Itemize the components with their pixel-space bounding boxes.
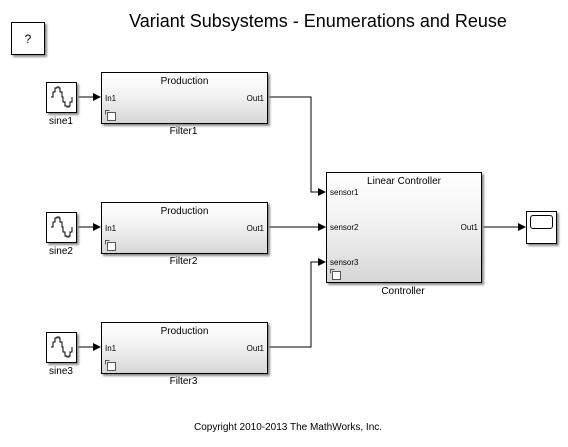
sine-wave-icon xyxy=(51,336,73,358)
controller-header: Linear Controller xyxy=(367,176,441,187)
scope-icon xyxy=(530,215,553,229)
sine1-label: sine1 xyxy=(49,116,73,127)
sine2-label: sine2 xyxy=(49,246,73,257)
filter3-label: Filter3 xyxy=(169,376,198,387)
filter3-out-port: Out1 xyxy=(246,344,264,353)
filter3-in-port: In1 xyxy=(105,344,117,353)
variant-subsystem-icon xyxy=(330,269,341,280)
controller-out-port: Out1 xyxy=(460,223,478,232)
diagram-title: Variant Subsystems - Enumerations and Re… xyxy=(129,11,507,31)
variant-subsystem-icon xyxy=(105,240,116,251)
controller-in-port-sensor1: sensor1 xyxy=(330,188,359,197)
filter3-header: Production xyxy=(160,326,209,337)
controller-in-port-sensor3: sensor3 xyxy=(330,258,359,267)
filter2-label: Filter2 xyxy=(169,256,198,267)
copyright-text: Copyright 2010-2013 The MathWorks, Inc. xyxy=(193,422,383,433)
filter1-subsystem[interactable]: Production In1 Out1 xyxy=(101,72,268,124)
controller-subsystem[interactable]: Linear Controller sensor1 sensor2 sensor… xyxy=(326,172,482,283)
filter3-subsystem[interactable]: Production In1 Out1 xyxy=(101,322,268,374)
sine3-block[interactable] xyxy=(46,332,77,363)
help-button[interactable]: ? xyxy=(11,22,45,55)
controller-label: Controller xyxy=(381,286,425,297)
filter2-in-port: In1 xyxy=(105,224,117,233)
sine-wave-icon xyxy=(51,216,73,238)
filter2-header: Production xyxy=(160,206,209,217)
variant-subsystem-icon xyxy=(105,110,116,121)
sine1-block[interactable] xyxy=(46,82,77,113)
filter1-header: Production xyxy=(160,76,209,87)
scope-block[interactable] xyxy=(526,211,557,244)
filter1-label: Filter1 xyxy=(169,126,198,137)
filter1-in-port: In1 xyxy=(105,94,117,103)
filter1-out-port: Out1 xyxy=(246,94,264,103)
filter2-subsystem[interactable]: Production In1 Out1 xyxy=(101,202,268,254)
variant-subsystem-icon xyxy=(105,360,116,371)
sine2-block[interactable] xyxy=(46,212,77,243)
sine-wave-icon xyxy=(51,86,73,108)
filter2-out-port: Out1 xyxy=(246,224,264,233)
controller-in-port-sensor2: sensor2 xyxy=(330,223,359,232)
sine3-label: sine3 xyxy=(49,366,73,377)
wire-filter3-controller xyxy=(268,258,326,348)
wire-filter1-controller xyxy=(268,96,326,196)
